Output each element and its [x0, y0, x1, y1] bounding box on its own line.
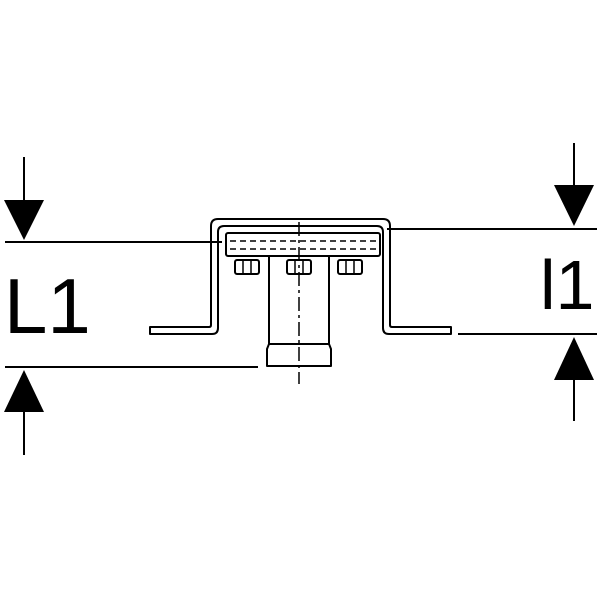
bracket-outer-outline: [149, 218, 452, 335]
left-top-arrow-head: [4, 200, 44, 240]
right-dimension: [387, 143, 597, 421]
right-top-arrow-head: [554, 185, 594, 226]
right-bottom-arrow-head: [554, 337, 594, 380]
pipe: [266, 222, 332, 384]
bracket: [149, 218, 452, 335]
left-dimension: [4, 157, 258, 455]
nut-left: [234, 259, 260, 275]
top-plate-body: [225, 232, 381, 257]
left-dimension-label: L1: [4, 262, 91, 350]
right-dimension-label: l1: [540, 246, 594, 324]
left-bottom-arrow-head: [4, 370, 44, 412]
top-plate: [225, 232, 381, 257]
nut-right: [337, 259, 363, 275]
